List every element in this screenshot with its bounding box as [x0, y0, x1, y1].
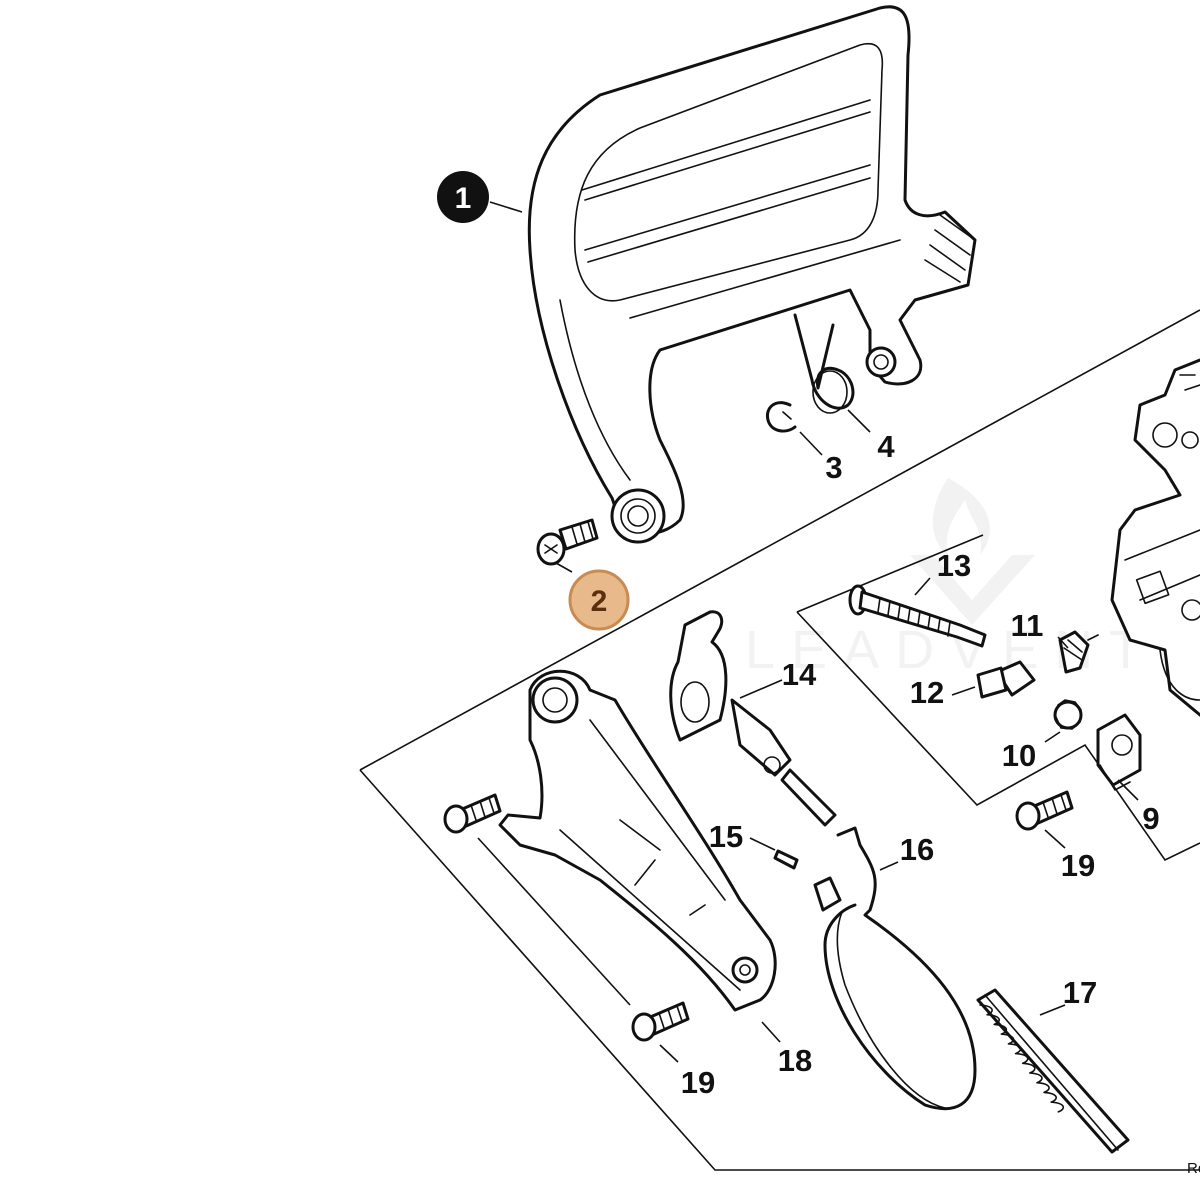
- adjusting-screw-part-13: [848, 584, 987, 648]
- callout-14: 14: [782, 657, 817, 692]
- spring-part-17: [976, 988, 1130, 1154]
- callout-19-left: 19: [681, 1065, 715, 1100]
- callout-10: 10: [1002, 738, 1036, 773]
- callout-15: 15: [709, 819, 743, 854]
- circlip-part-3: [765, 401, 797, 433]
- callout-9: 9: [1142, 801, 1159, 836]
- callout-2-badge-highlighted[interactable]: 2: [568, 569, 630, 631]
- screw-part-2: [536, 518, 599, 566]
- screw-part-19-right: [1015, 790, 1074, 831]
- brake-lever-part-18: [498, 669, 777, 1012]
- pin-part-15: [773, 849, 799, 870]
- gear-part-11: [1058, 630, 1099, 674]
- callout-19-right: 19: [1061, 848, 1095, 883]
- callout-4: 4: [877, 429, 895, 464]
- bracket-part-9: [1096, 713, 1142, 791]
- adjuster-part-12: [976, 660, 1036, 699]
- callout-3: 3: [825, 450, 842, 485]
- callout-13: 13: [937, 548, 971, 583]
- brake-band-part-16: [813, 826, 977, 1111]
- assembly-outline: [359, 309, 1200, 1171]
- callout-2: 2: [591, 585, 608, 618]
- screw-part-19-left-bottom: [631, 1001, 690, 1042]
- corner-text: Ro: [1187, 1160, 1200, 1177]
- gear-part-10: [1053, 699, 1083, 730]
- callout-18: 18: [778, 1043, 812, 1078]
- callout-12: 12: [910, 675, 944, 710]
- callout-16: 16: [900, 832, 934, 867]
- leader-lines: [477, 201, 1139, 1063]
- callout-1-badge: 1: [437, 171, 489, 223]
- spring-part-4: [793, 313, 855, 414]
- lever-part-14: [669, 610, 837, 827]
- callout-17: 17: [1063, 975, 1097, 1010]
- saw-body-partial: [1110, 358, 1200, 717]
- screw-part-19-left-top: [443, 793, 502, 834]
- callout-1: 1: [455, 182, 472, 215]
- hand-guard: [527, 5, 977, 544]
- callout-11: 11: [1011, 608, 1044, 643]
